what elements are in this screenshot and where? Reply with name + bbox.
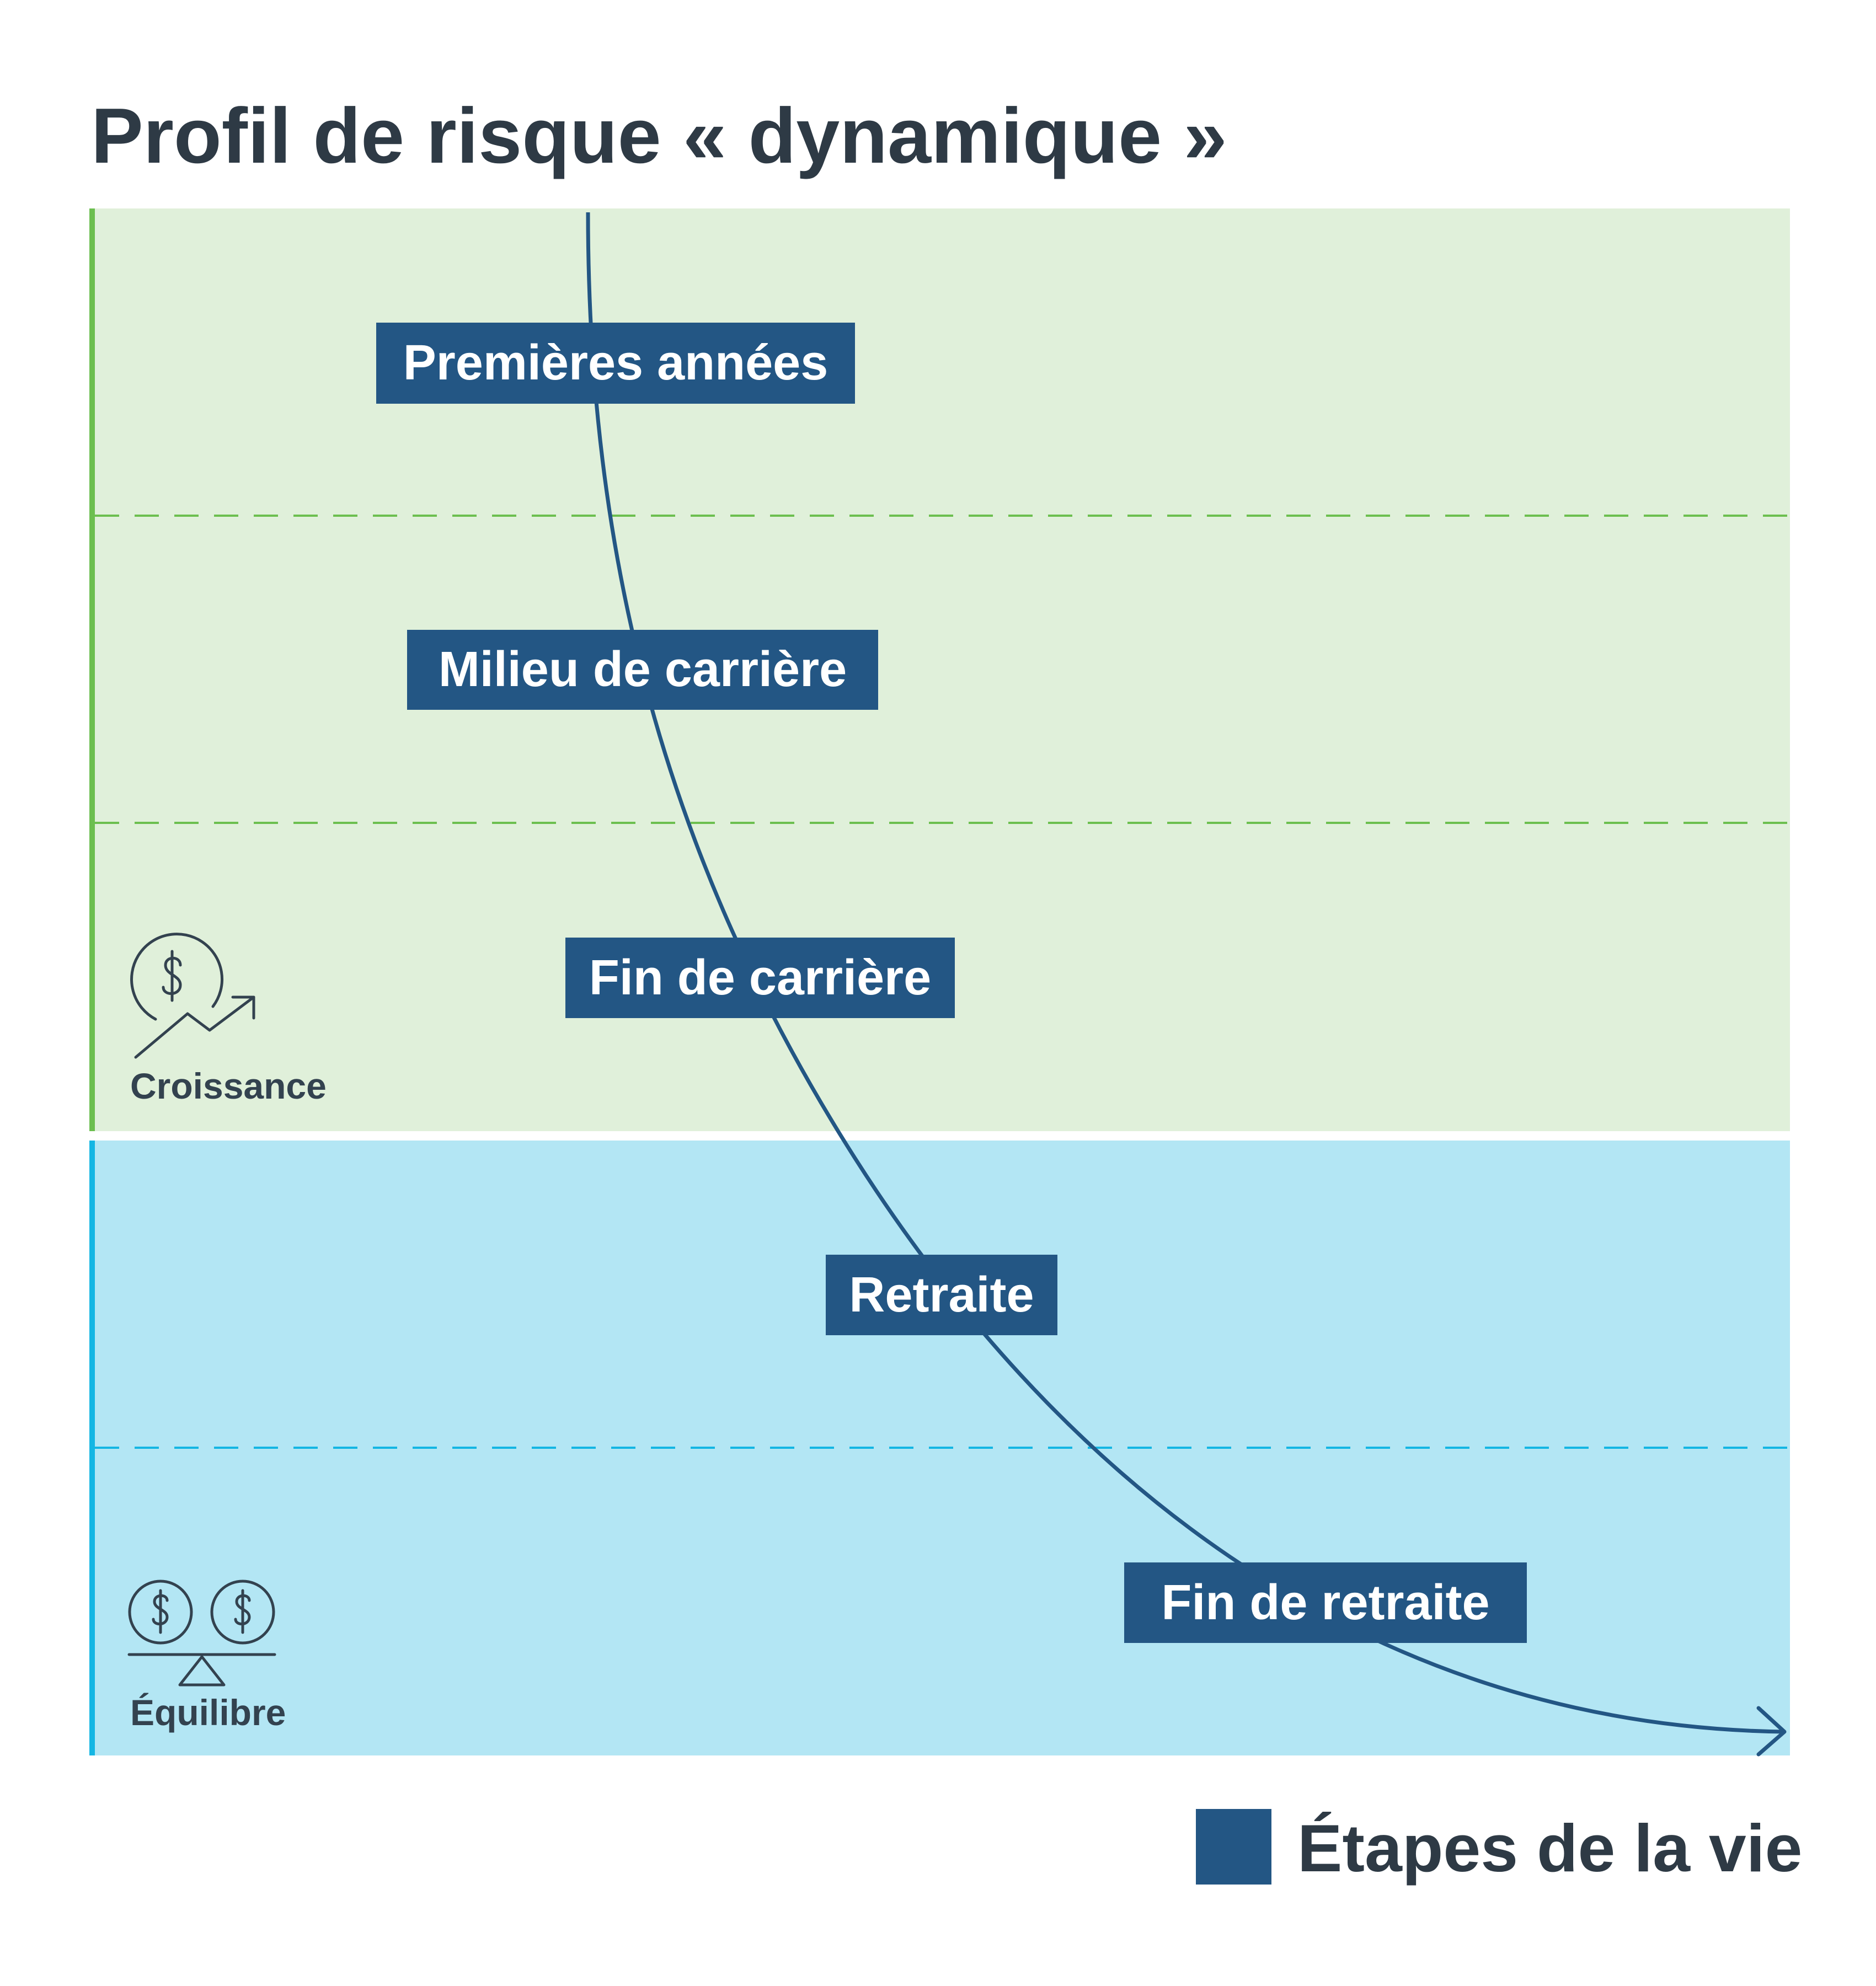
stage-milieu-de-carriere: Milieu de carrière [407, 630, 878, 710]
curve-arrow-icon [1756, 1706, 1787, 1757]
stage-label: Premières années [403, 335, 829, 390]
stage-premieres-annees: Premières années [376, 323, 855, 404]
stage-retraite: Retraite [826, 1255, 1057, 1335]
zone-label-croissance: Croissance [130, 1066, 327, 1106]
stage-label: Milieu de carrière [439, 642, 847, 697]
balance-zone-accent [89, 1141, 95, 1755]
risk-curve [586, 212, 1785, 1734]
stage-fin-de-carriere: Fin de carrière [565, 938, 955, 1018]
legend-swatch [1196, 1809, 1271, 1885]
legend-label: Étapes de la vie [1297, 1811, 1802, 1886]
page-title: Profil de risque « dynamique » [91, 92, 1227, 180]
stage-fin-de-retraite: Fin de retraite [1124, 1562, 1527, 1643]
stage-label: Fin de carrière [589, 950, 931, 1005]
balance-scale-dollars-icon [127, 1580, 276, 1687]
zone-label-equilibre: Équilibre [130, 1692, 286, 1733]
growth-zone-accent [89, 208, 95, 1131]
stage-label: Retraite [849, 1267, 1034, 1323]
growth-dollar-icon [130, 933, 255, 1059]
stage-label: Fin de retraite [1161, 1575, 1489, 1630]
legend: Étapes de la vie [1196, 1809, 1802, 1886]
